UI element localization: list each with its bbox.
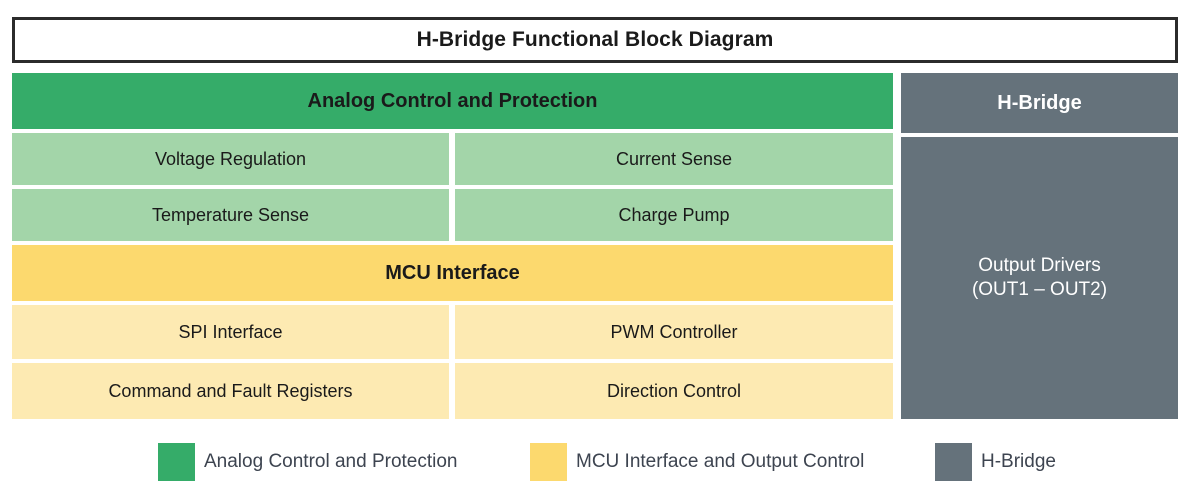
legend-item-mcu: MCU Interface and Output Control bbox=[530, 437, 864, 487]
diagram-title-box: H-Bridge Functional Block Diagram bbox=[12, 17, 1178, 63]
legend-swatch-icon bbox=[158, 443, 195, 481]
block-label: Current Sense bbox=[615, 148, 733, 169]
block-pwm-controller[interactable]: PWM Controller bbox=[455, 305, 893, 359]
block-spi-interface[interactable]: SPI Interface bbox=[12, 305, 449, 359]
hbridge-header[interactable]: H-Bridge bbox=[901, 73, 1178, 133]
block-label: Charge Pump bbox=[618, 204, 730, 225]
block-charge-pump[interactable]: Charge Pump bbox=[455, 189, 893, 241]
analog-control-and-protection-header[interactable]: Analog Control and Protection bbox=[12, 73, 893, 129]
right-column: H-Bridge Output Drivers (OUT1 – OUT2) bbox=[901, 73, 1178, 419]
block-current-sense[interactable]: Current Sense bbox=[455, 133, 893, 185]
legend-item-analog: Analog Control and Protection bbox=[158, 437, 458, 487]
block-voltage-regulation[interactable]: Voltage Regulation bbox=[12, 133, 449, 185]
analog-header-label: Analog Control and Protection bbox=[307, 89, 598, 112]
legend-label: Analog Control and Protection bbox=[204, 451, 458, 472]
left-column: Analog Control and Protection Voltage Re… bbox=[12, 73, 893, 419]
block-output-drivers[interactable]: Output Drivers (OUT1 – OUT2) bbox=[901, 137, 1178, 419]
legend-label: MCU Interface and Output Control bbox=[576, 451, 865, 472]
mcu-interface-header[interactable]: MCU Interface bbox=[12, 245, 893, 301]
block-label: Command and Fault Registers bbox=[108, 380, 353, 401]
block-label: Temperature Sense bbox=[151, 204, 310, 225]
mcu-header-label: MCU Interface bbox=[385, 261, 520, 284]
legend-swatch-icon bbox=[935, 443, 972, 481]
block-direction-control[interactable]: Direction Control bbox=[455, 363, 893, 419]
output-drivers-line-1: Output Drivers bbox=[978, 254, 1101, 276]
block-label: Direction Control bbox=[606, 380, 742, 401]
legend: Analog Control and Protection MCU Interf… bbox=[0, 437, 1200, 487]
legend-label: H-Bridge bbox=[981, 451, 1056, 472]
block-temperature-sense[interactable]: Temperature Sense bbox=[12, 189, 449, 241]
block-label: PWM Controller bbox=[610, 321, 738, 342]
block-label: Voltage Regulation bbox=[154, 148, 307, 169]
output-drivers-line-2: (OUT1 – OUT2) bbox=[971, 279, 1108, 300]
legend-swatch-icon bbox=[530, 443, 567, 481]
hbridge-header-label: H-Bridge bbox=[997, 91, 1082, 114]
legend-item-hbridge: H-Bridge bbox=[935, 437, 1056, 487]
block-command-and-fault-registers[interactable]: Command and Fault Registers bbox=[12, 363, 449, 419]
block-label: SPI Interface bbox=[178, 321, 283, 342]
page-title: H-Bridge Functional Block Diagram bbox=[416, 28, 774, 51]
